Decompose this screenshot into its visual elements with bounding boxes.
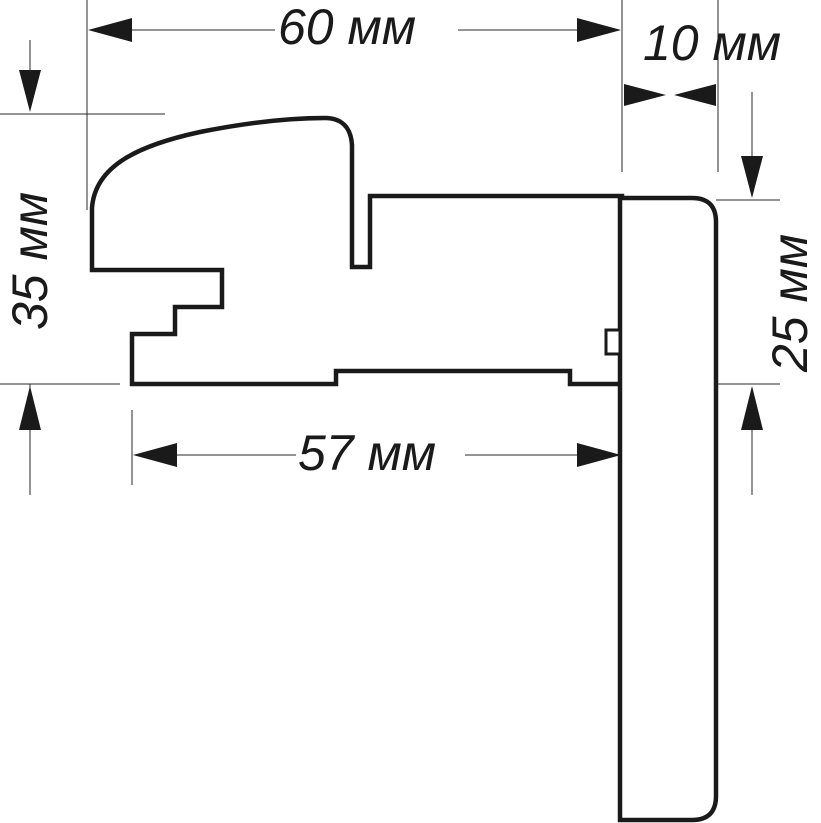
arrow-left-icon xyxy=(674,84,716,106)
arrow-up-icon xyxy=(741,386,763,430)
dimension-label-height-casing: 25 мм xyxy=(762,234,818,373)
arrow-up-icon xyxy=(19,386,41,430)
arrow-right-icon xyxy=(577,18,621,42)
arrow-right-icon xyxy=(577,443,621,467)
dimension-height-25: 25 мм xyxy=(741,156,818,430)
casing-board xyxy=(617,195,719,823)
dimension-label-width-base: 57 мм xyxy=(298,425,436,481)
casing-notch xyxy=(604,328,622,356)
arrow-down-icon xyxy=(741,156,763,198)
dimension-label-width-total: 60 мм xyxy=(278,0,416,55)
dimension-height-35: 35 мм xyxy=(2,40,58,430)
frame-profile xyxy=(89,115,625,387)
dimension-width-60: 60 мм xyxy=(88,0,621,55)
arrow-left-icon xyxy=(88,18,132,42)
dimension-width-57: 57 мм xyxy=(133,425,621,481)
dimension-width-10: 10 мм xyxy=(624,15,781,106)
dimension-label-height-total: 35 мм xyxy=(2,192,58,330)
arrow-left-icon xyxy=(133,443,177,467)
arrow-down-icon xyxy=(19,70,41,112)
arrow-right-icon xyxy=(624,84,666,106)
dimension-label-width-extension: 10 мм xyxy=(643,15,781,71)
